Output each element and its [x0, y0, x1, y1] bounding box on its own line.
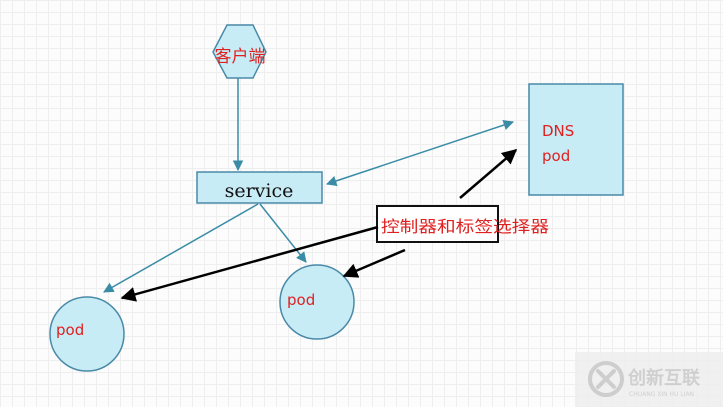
- annotation-label: 控制器和标签选择器: [381, 217, 549, 236]
- service-label: service: [225, 180, 294, 202]
- client-node: 客户端: [212, 24, 267, 79]
- annotation-arrow-to-pod-mid: [342, 248, 406, 278]
- dns-label: DNS: [542, 122, 574, 140]
- controller-selector-annotation: 控制器和标签选择器: [376, 205, 549, 243]
- watermark-text: 创新互联: [627, 367, 700, 389]
- arrow-service-dns-bidirectional: [326, 120, 514, 186]
- watermark: 创新互联 CHUANG XIN HU LIAN: [575, 352, 723, 407]
- service-node: service: [196, 171, 323, 204]
- dns-node: DNS pod: [528, 83, 624, 196]
- pod-left-label: pod: [56, 321, 84, 339]
- dns-pod-label: pod: [542, 147, 570, 165]
- pod-left-node: pod: [49, 296, 125, 372]
- arrow-service-to-pod-mid: [259, 203, 307, 263]
- annotation-arrows: [120, 149, 518, 302]
- pod-mid-node: pod: [279, 264, 355, 340]
- arrow-service-to-pod-left: [103, 203, 259, 293]
- watermark-subtext: CHUANG XIN HU LIAN: [629, 391, 694, 398]
- connectors: [103, 78, 514, 293]
- client-label: 客户端: [215, 47, 266, 67]
- annotation-arrow-to-pod-left: [120, 225, 379, 302]
- watermark-logo-icon: [588, 361, 624, 397]
- annotation-arrow-to-dns: [459, 149, 518, 199]
- pod-mid-label: pod: [287, 291, 315, 309]
